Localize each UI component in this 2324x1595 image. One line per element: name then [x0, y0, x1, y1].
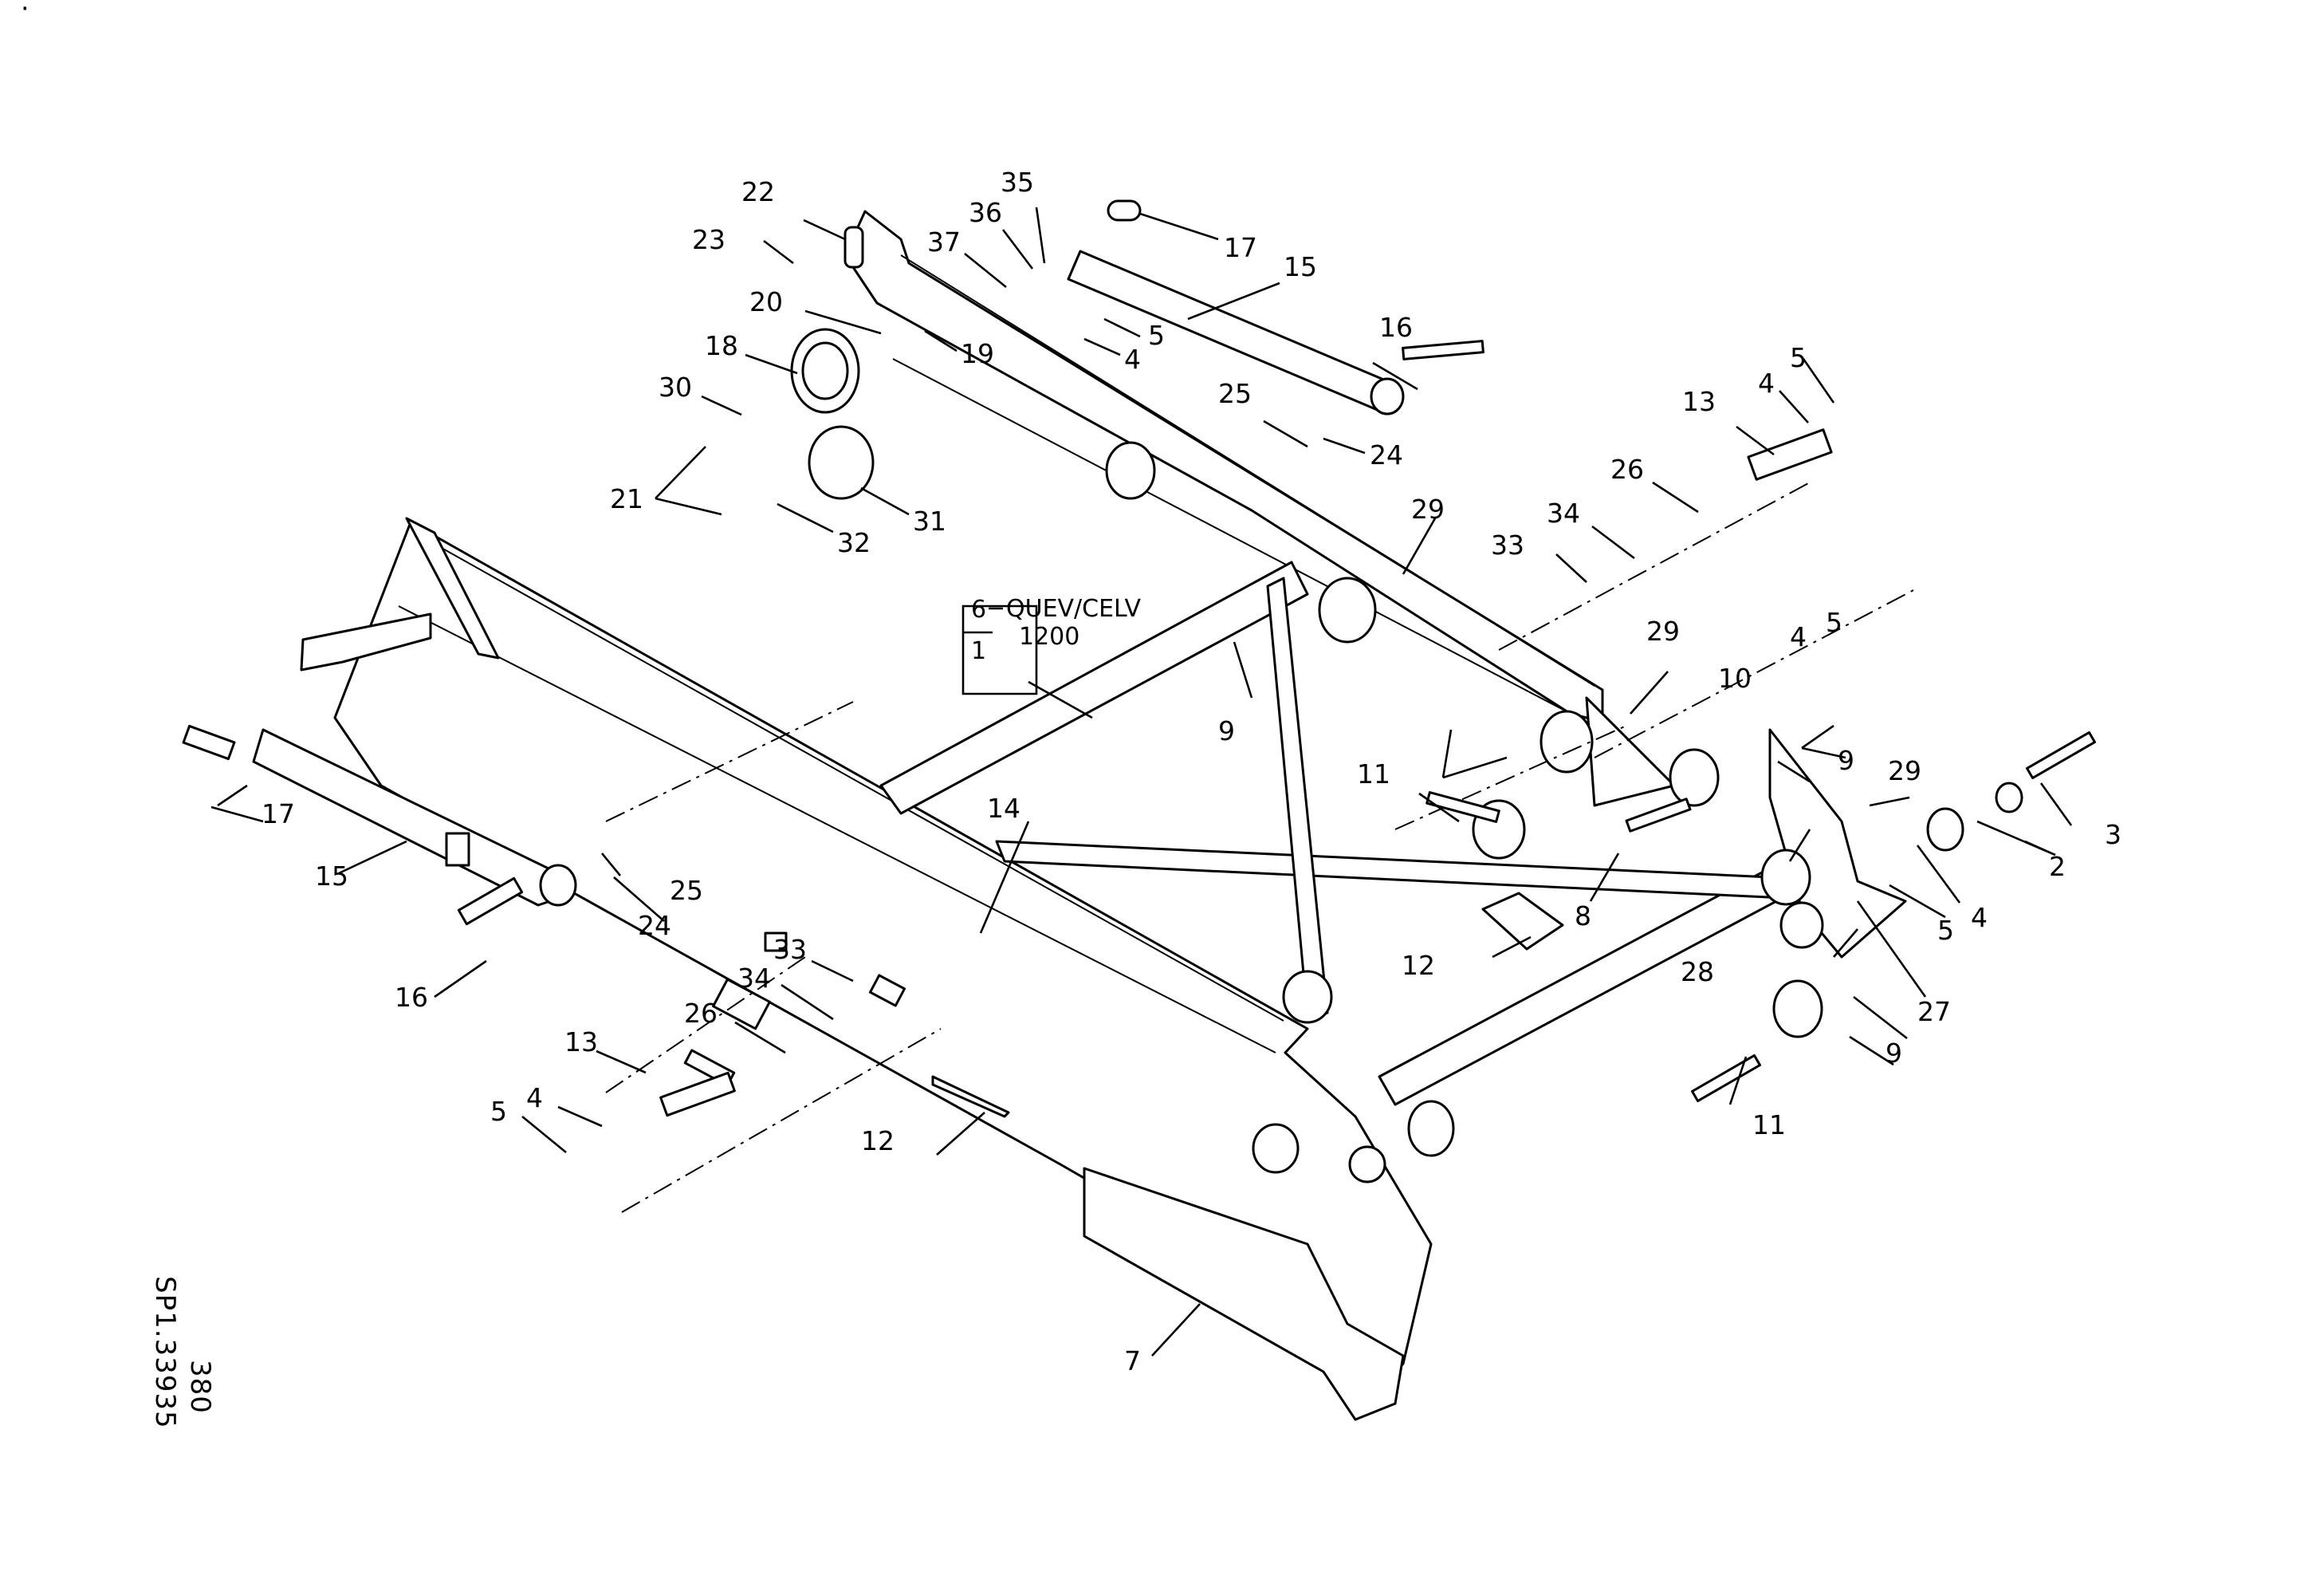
- callout-9-lower: 9: [1886, 1038, 1902, 1069]
- bottom-plate: [1083, 1167, 1405, 1421]
- callout-18: 18: [705, 330, 738, 361]
- callout-30: 30: [659, 372, 692, 403]
- callout-2: 2: [2049, 851, 2066, 882]
- callout-4-right: 4: [1758, 368, 1775, 399]
- callout-13-right: 13: [1682, 386, 1716, 417]
- frame-drawing: [182, 199, 2096, 1421]
- callout-12-left: 12: [861, 1125, 895, 1156]
- callout-13-left: 13: [564, 1026, 598, 1057]
- callout-26-right: 26: [1610, 454, 1644, 485]
- drawing-code: SP1.33935: [149, 1276, 181, 1429]
- callout-14: 14: [987, 793, 1020, 824]
- callout-31: 31: [913, 506, 946, 537]
- callout-11-mid: 11: [1357, 758, 1390, 790]
- callout-5-top: 5: [1148, 320, 1165, 351]
- callout-3: 3: [2105, 819, 2121, 850]
- callout-34-left: 34: [737, 963, 771, 994]
- corner-mark: ·: [21, 0, 29, 24]
- callout-27: 27: [1917, 996, 1951, 1027]
- callout-33-right: 33: [1491, 530, 1524, 561]
- callout-9-mid: 9: [1838, 745, 1854, 776]
- boxed-note-value: 1200: [1019, 623, 1079, 651]
- callout-labels: 22 23 20 18 30 21 32 31 37 36 35 17 15 1…: [261, 167, 2121, 1376]
- callout-25-top: 25: [1218, 378, 1252, 409]
- callout-35: 35: [1001, 167, 1034, 198]
- callout-5-left: 5: [490, 1096, 507, 1127]
- boxed-note-bottom-number: 1: [971, 637, 986, 665]
- drawing-number: 380: [184, 1360, 216, 1414]
- callout-22: 22: [741, 176, 775, 207]
- callout-4-lower-right: 4: [1971, 902, 1988, 933]
- callout-32: 32: [837, 527, 871, 558]
- callout-29-right: 29: [1888, 755, 1921, 786]
- callout-10: 10: [1718, 663, 1752, 694]
- callout-17-left: 17: [261, 798, 295, 829]
- decal-left: [931, 1075, 1010, 1118]
- callout-23: 23: [692, 224, 726, 255]
- callout-11-lower: 11: [1752, 1109, 1786, 1140]
- callout-26-left: 26: [684, 998, 718, 1029]
- rear-rail: [843, 210, 1604, 723]
- callout-28: 28: [1681, 956, 1714, 987]
- leader-lines: [210, 207, 2073, 1357]
- callout-5-right: 5: [1790, 342, 1807, 373]
- callout-5-lower-right: 5: [1937, 915, 1954, 946]
- callout-8: 8: [1575, 900, 1591, 931]
- callout-15-top: 15: [1284, 251, 1317, 282]
- callout-36: 36: [969, 197, 1002, 228]
- callout-7: 7: [1124, 1345, 1141, 1376]
- callout-29-top: 29: [1411, 494, 1445, 525]
- callout-16-left: 16: [395, 982, 428, 1013]
- callout-25-left: 25: [670, 875, 703, 906]
- callout-33-left: 33: [773, 934, 807, 965]
- boxed-note-top-number: 6: [971, 596, 986, 624]
- left-end-plate: [405, 517, 500, 660]
- callout-15-left: 15: [315, 861, 348, 892]
- callout-29-mid: 29: [1646, 616, 1680, 647]
- drawing-reference: SP1.33935 380: [149, 1276, 216, 1429]
- callout-24-top: 24: [1370, 439, 1403, 471]
- callout-17-top: 17: [1224, 232, 1257, 263]
- boxed-note-model: QUEV/CELV: [1006, 595, 1141, 623]
- callout-4-mid: 4: [1790, 621, 1807, 652]
- decal-right: [1481, 892, 1564, 951]
- boxed-note: 6 QUEV/CELV 1200 1: [963, 595, 1141, 665]
- callout-34-right: 34: [1547, 498, 1580, 529]
- callout-21: 21: [610, 483, 643, 514]
- callout-5-mid: 5: [1826, 607, 1842, 638]
- callout-16-top: 16: [1379, 312, 1413, 343]
- callout-24-left: 24: [638, 910, 671, 941]
- cross-tube-upper: [879, 561, 1309, 815]
- callout-9-center: 9: [1218, 715, 1235, 746]
- callout-4-top: 4: [1124, 344, 1141, 375]
- callout-19: 19: [961, 338, 994, 369]
- callout-12-right: 12: [1402, 950, 1435, 981]
- callout-20: 20: [749, 286, 783, 317]
- callout-37: 37: [927, 226, 961, 258]
- callout-4-left: 4: [526, 1082, 543, 1113]
